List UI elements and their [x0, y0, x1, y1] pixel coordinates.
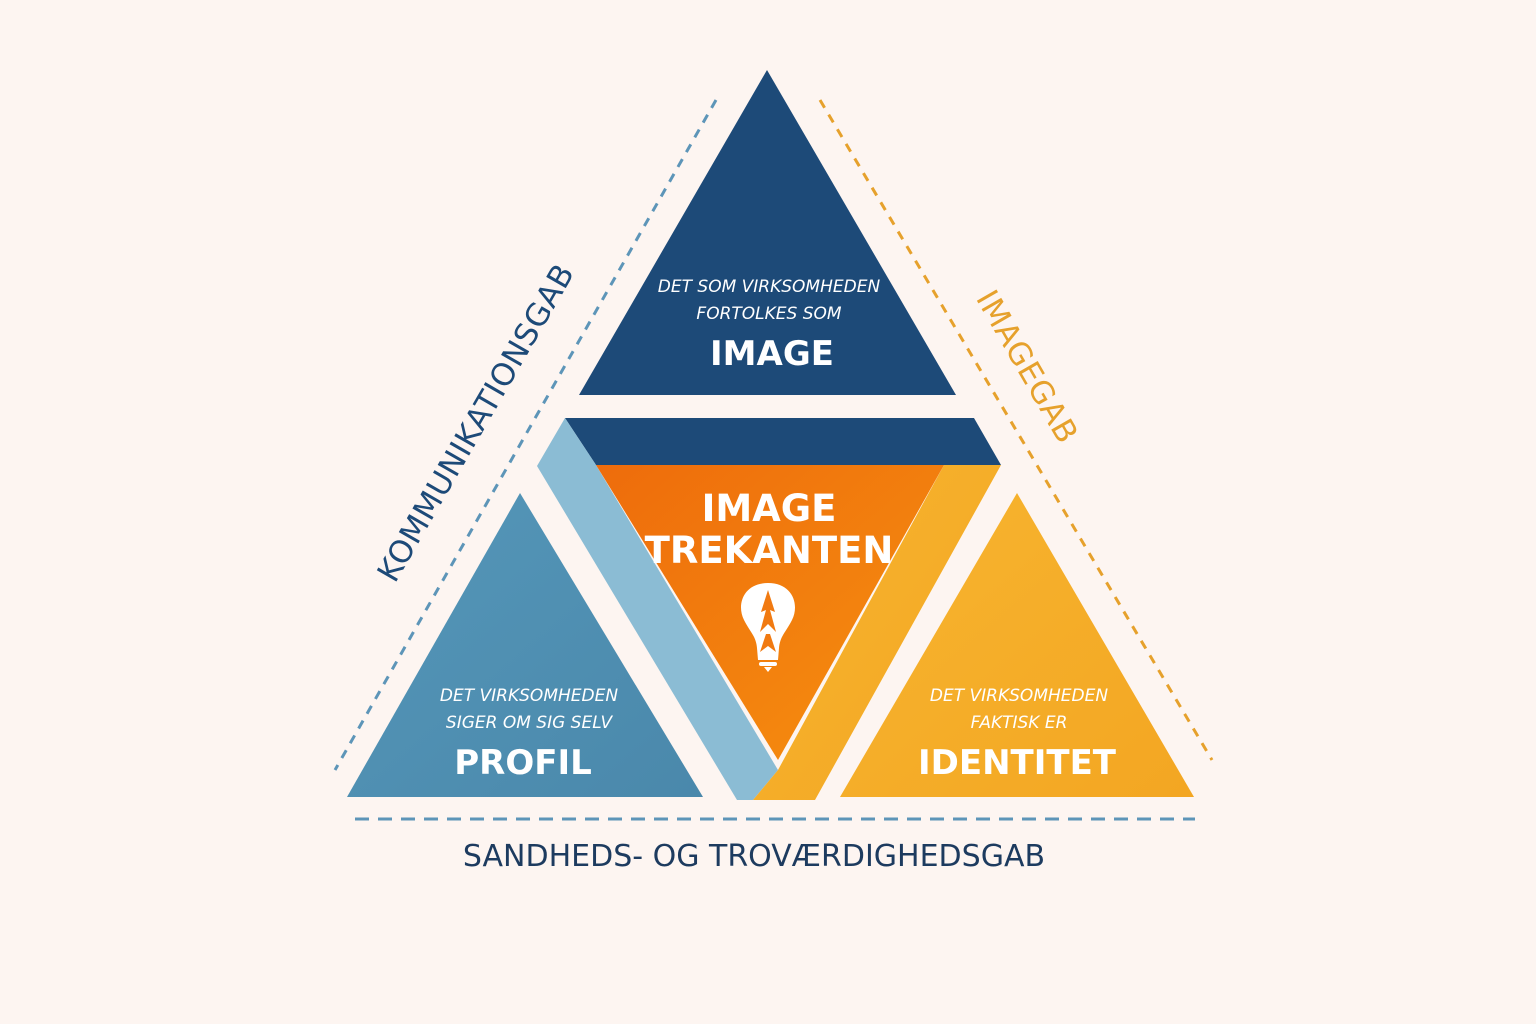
identitet-title: IDENTITET — [918, 743, 1117, 783]
kommunikationsgab-label: KOMMUNIKATIONSGAB — [371, 258, 582, 588]
identitet-triangle — [840, 493, 1194, 797]
image-triangle — [579, 70, 956, 395]
identitet-desc-line2: FAKTISK ER — [971, 713, 1068, 733]
center-title-line2: TREKANTEN — [645, 529, 894, 572]
profil-triangle — [347, 493, 703, 797]
center-title-line1: IMAGE — [702, 487, 837, 530]
imagegab-dashed-line — [818, 99, 1214, 761]
image-title: IMAGE — [710, 334, 834, 374]
imagegab-label: IMAGEGAB — [968, 284, 1085, 450]
image-desc-line2: FORTOLKES SOM — [696, 304, 841, 324]
lightbulb-arrows-icon — [741, 583, 795, 672]
center-yellow-band — [753, 465, 1001, 800]
sandhedsgab-label: SANDHEDS- OG TROVÆRDIGHEDSGAB — [463, 839, 1045, 874]
profil-desc-line2: SIGER OM SIG SELV — [446, 713, 614, 733]
center-light-blue-band — [537, 418, 778, 800]
image-desc-line1: DET SOM VIRKSOMHEDEN — [658, 277, 881, 297]
center-navy-band — [565, 418, 1001, 465]
profil-desc-line1: DET VIRKSOMHEDEN — [440, 686, 618, 706]
profil-title: PROFIL — [454, 743, 592, 783]
identitet-desc-line1: DET VIRKSOMHEDEN — [930, 686, 1108, 706]
